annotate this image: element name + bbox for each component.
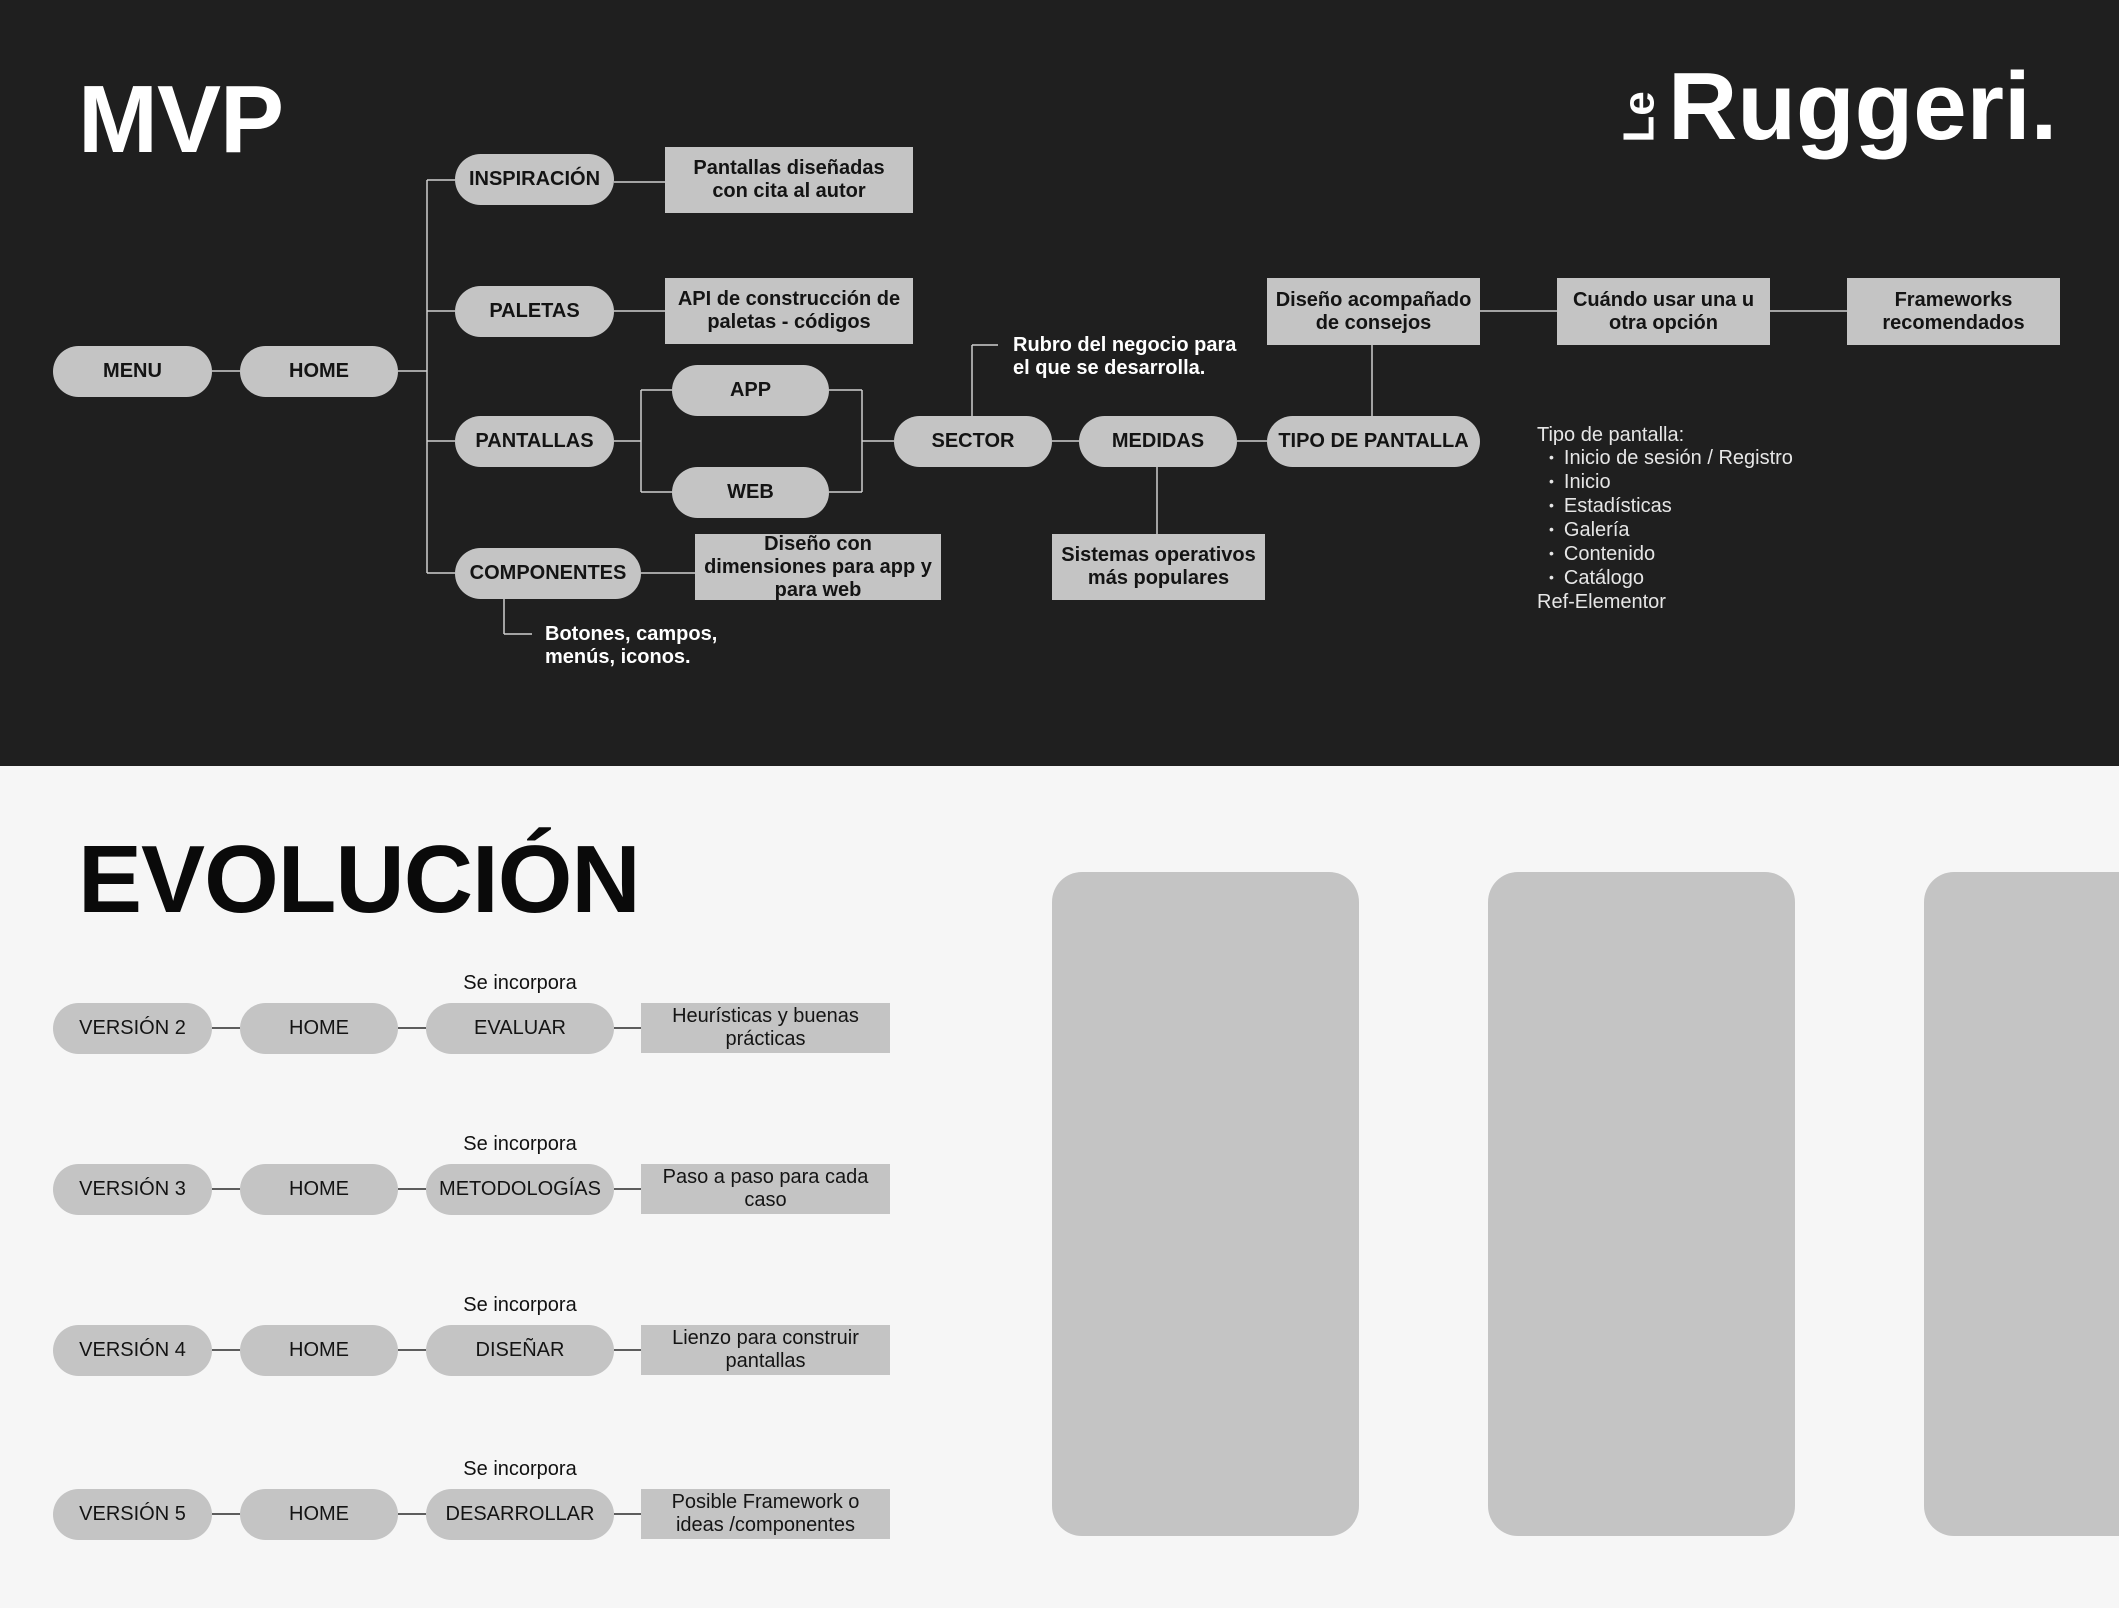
screen-placeholder-1 xyxy=(1052,872,1359,1536)
box-componentes-desc: Diseño con dimensiones para app y para w… xyxy=(695,533,941,601)
box-diseno-consejos: Diseño acompañado de consejos xyxy=(1267,278,1480,345)
list-heading: Tipo de pantalla: xyxy=(1537,424,1685,446)
box-frameworks: Frameworks recomendados xyxy=(1847,278,2060,345)
note-componentes: Botones, campos, menús, iconos. xyxy=(545,623,718,668)
mvp-title: MVP xyxy=(78,66,284,173)
list-footer: Ref-Elementor xyxy=(1537,591,1666,613)
box-inspiracion-desc: Pantallas diseñadas con cita al autor xyxy=(665,147,913,213)
logo-prefix: Le xyxy=(1614,91,1664,143)
feature-node: DISEÑAR xyxy=(426,1325,614,1376)
version-node: VERSIÓN 3 xyxy=(53,1164,212,1215)
home-node: HOME xyxy=(240,1164,398,1215)
feature-node: METODOLOGÍAS xyxy=(426,1164,614,1215)
node-app: APP xyxy=(672,365,829,416)
home-node: HOME xyxy=(240,1325,398,1376)
feature-desc: Heurísticas y buenas prácticas xyxy=(641,1003,890,1053)
list-item: Inicio xyxy=(1537,471,1793,495)
node-medidas: MEDIDAS xyxy=(1079,416,1237,467)
incorpora-label: Se incorpora xyxy=(463,972,577,994)
screen-placeholder-2 xyxy=(1488,872,1795,1536)
box-paletas-desc: API de construcción de paletas - códigos xyxy=(665,278,913,344)
home-node: HOME xyxy=(240,1489,398,1540)
feature-desc: Posible Framework o ideas /componentes xyxy=(641,1489,890,1539)
incorpora-label: Se incorpora xyxy=(463,1294,577,1316)
version-node: VERSIÓN 4 xyxy=(53,1325,212,1376)
incorpora-label: Se incorpora xyxy=(463,1458,577,1480)
note-sector: Rubro del negocio para el que se desarro… xyxy=(1013,334,1237,379)
list-item: Contenido xyxy=(1537,543,1793,567)
list-item: Estadísticas xyxy=(1537,495,1793,519)
logo-text: Ruggeri. xyxy=(1668,53,2058,160)
version-node: VERSIÓN 2 xyxy=(53,1003,212,1054)
home-node: HOME xyxy=(240,1003,398,1054)
list-item: Inicio de sesión / Registro xyxy=(1537,447,1793,471)
feature-node: EVALUAR xyxy=(426,1003,614,1054)
node-componentes: COMPONENTES xyxy=(455,548,641,599)
tipo-pantalla-list: Tipo de pantalla: Inicio de sesión / Reg… xyxy=(1537,424,1793,614)
feature-desc: Paso a paso para cada caso xyxy=(641,1164,890,1214)
brand-logo: Le Ruggeri. xyxy=(1614,52,2068,172)
node-tipo-pantalla: TIPO DE PANTALLA xyxy=(1267,416,1480,467)
evolucion-title: EVOLUCIÓN xyxy=(78,826,641,933)
node-menu: MENU xyxy=(53,346,212,397)
version-node: VERSIÓN 5 xyxy=(53,1489,212,1540)
node-paletas: PALETAS xyxy=(455,286,614,337)
box-medidas-desc: Sistemas operativos más populares xyxy=(1052,534,1265,600)
node-pantallas: PANTALLAS xyxy=(455,416,614,467)
node-sector: SECTOR xyxy=(894,416,1052,467)
node-web: WEB xyxy=(672,467,829,518)
node-home: HOME xyxy=(240,346,398,397)
node-inspiracion: INSPIRACIÓN xyxy=(455,154,614,205)
feature-desc: Lienzo para construir pantallas xyxy=(641,1325,890,1375)
box-cuando-usar: Cuándo usar una u otra opción xyxy=(1557,278,1770,345)
list-item: Catálogo xyxy=(1537,567,1793,591)
screen-placeholder-3 xyxy=(1924,872,2119,1536)
incorpora-label: Se incorpora xyxy=(463,1133,577,1155)
feature-node: DESARROLLAR xyxy=(426,1489,614,1540)
list-item: Galería xyxy=(1537,519,1793,543)
